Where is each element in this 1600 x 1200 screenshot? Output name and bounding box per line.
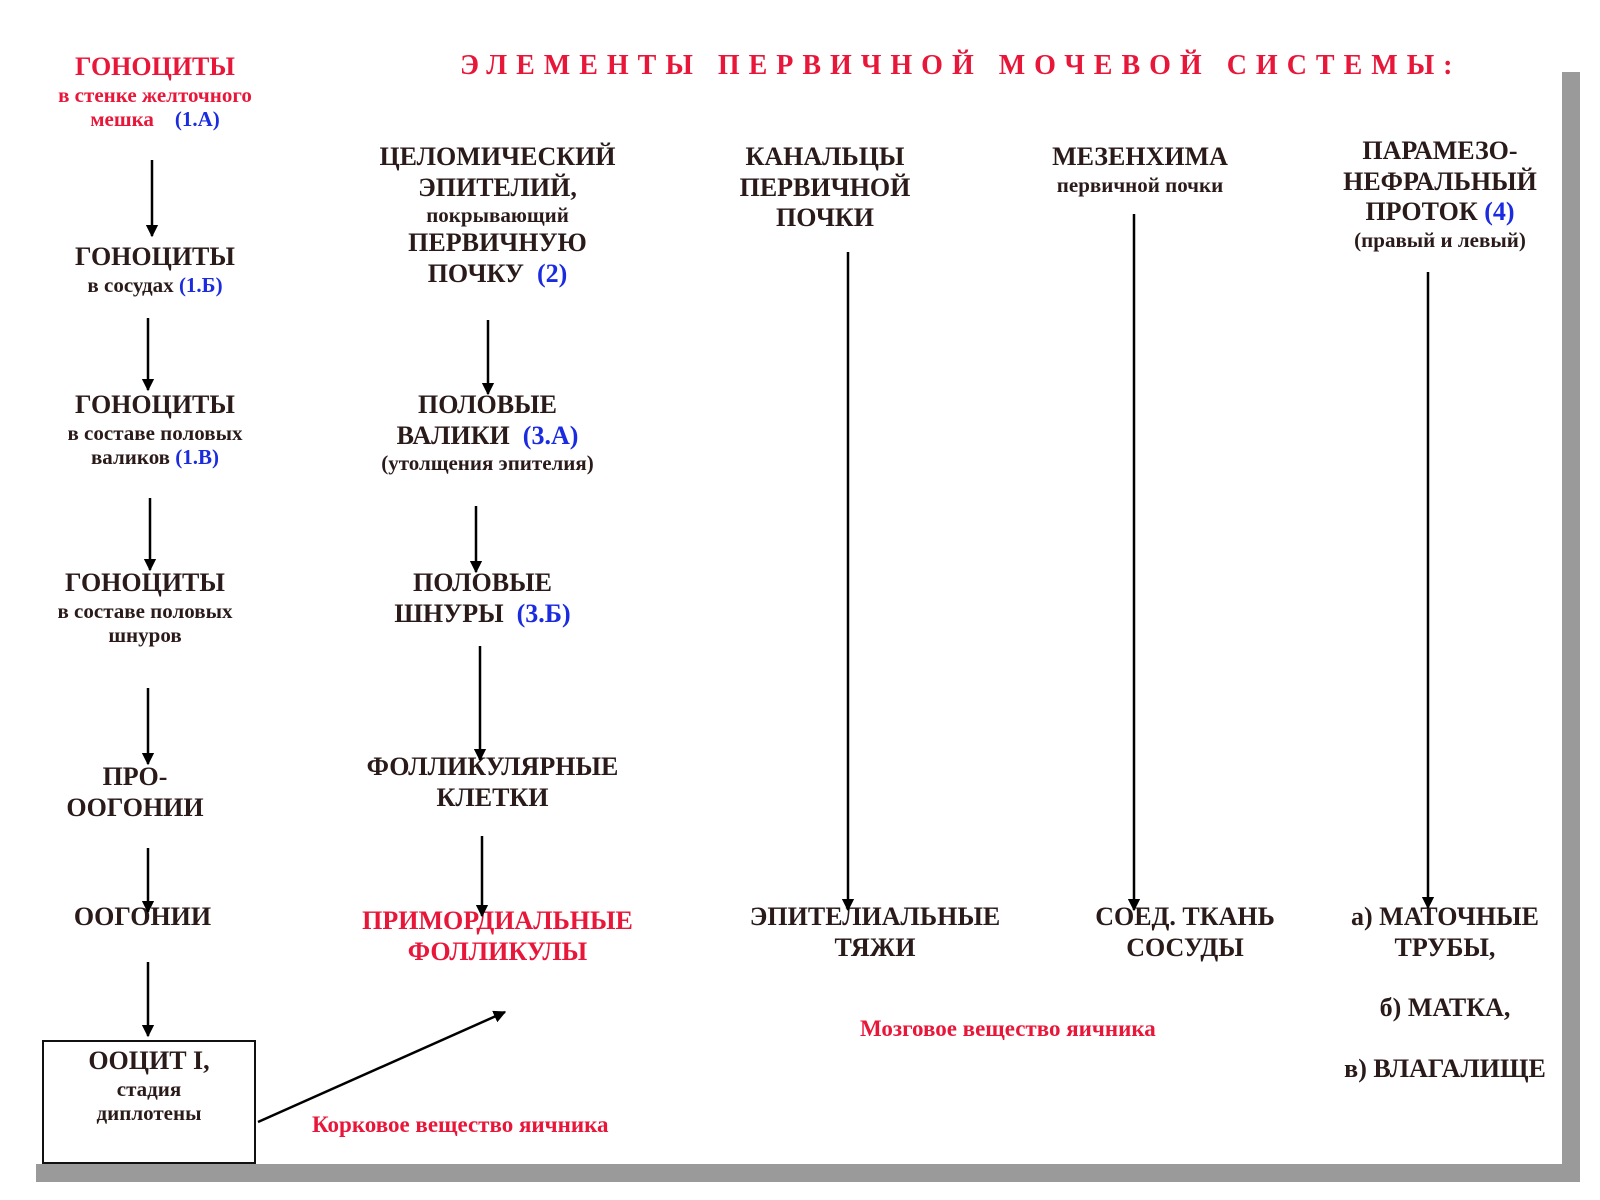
col1-gonocytes-yolk-sac: ГОНОЦИТЫ в стенке желточного мешка (1.А) <box>58 52 252 132</box>
col2-genital-ridges: ПОЛОВЫЕ ВАЛИКИ (3.А) (утолщения эпителия… <box>381 390 594 476</box>
arrow-oocyte-to-follicles <box>257 1010 507 1124</box>
ref-label: (3.Б) <box>516 598 571 628</box>
col1-pro-oogonia: ПРО- ООГОНИИ <box>66 762 204 822</box>
col2-follicular-cells: ФОЛЛИКУЛЯРНЫЕ КЛЕТКИ <box>366 752 619 812</box>
region-label-medulla: Мозговое вещество яичника <box>860 1016 1156 1041</box>
col3-epithelial-cords: ЭПИТЕЛИАЛЬНЫЕ ТЯЖИ <box>749 902 1001 962</box>
col3-mesonephric-tubules: КАНАЛЬЦЫ ПЕРВИЧНОЙ ПОЧКИ <box>739 142 911 233</box>
ref-label: (2) <box>536 258 568 288</box>
col4-mesenchyme: МЕЗЕНХИМА первичной почки <box>1052 142 1228 197</box>
col2-coelomic-epithelium: ЦЕЛОМИЧЕСКИЙ ЭПИТЕЛИЙ, покрывающий ПЕРВИ… <box>379 142 616 288</box>
ref-label: (4) <box>1484 197 1515 227</box>
col1-oocyte-diplotene: ООЦИТ I, стадия диплотены <box>88 1046 210 1126</box>
ref-label: (1.В) <box>175 445 220 470</box>
ref-label: (3.А) <box>522 420 579 450</box>
ref-label: (1.А) <box>174 107 220 132</box>
region-label-cortex: Корковое вещество яичника <box>312 1112 609 1137</box>
frame-shadow-right <box>1562 72 1580 1182</box>
col2-primordial-follicles: ПРИМОРДИАЛЬНЫЕ ФОЛЛИКУЛЫ <box>362 906 633 966</box>
col2-sex-cords: ПОЛОВЫЕ ШНУРЫ (3.Б) <box>394 568 571 628</box>
col5-derivatives: а) МАТОЧНЫЕ ТРУБЫ, б) МАТКА, в) ВЛАГАЛИЩ… <box>1344 902 1546 1084</box>
diagram-title: ЭЛЕМЕНТЫ ПЕРВИЧНОЙ МОЧЕВОЙ СИСТЕМЫ: <box>460 50 1462 81</box>
ref-label: (1.Б) <box>178 272 223 297</box>
col5-paramesonephric-duct: ПАРАМЕЗО- НЕФРАЛЬНЫЙ ПРОТОК (4) (правый … <box>1343 136 1537 253</box>
col1-gonocytes-vessels: ГОНОЦИТЫ в сосудах (1.Б) <box>75 242 235 297</box>
col4-connective-tissue: СОЕД. ТКАНЬ СОСУДЫ <box>1095 902 1275 962</box>
col1-gonocytes-sex-cords: ГОНОЦИТЫ в составе половых шнуров <box>57 568 233 648</box>
frame-shadow-bottom <box>36 1164 1580 1182</box>
oocyte-box <box>42 1040 256 1164</box>
col1-gonocytes-genital-ridges: ГОНОЦИТЫ в составе половых валиков (1.В) <box>67 390 243 470</box>
